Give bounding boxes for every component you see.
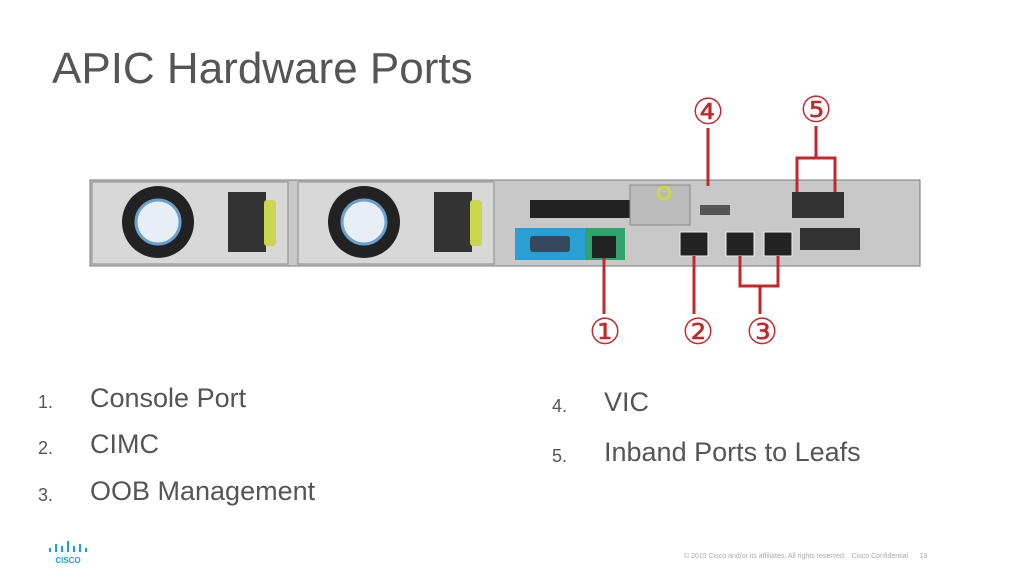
list-number: 5. — [552, 446, 568, 466]
console-port — [515, 228, 585, 260]
list-item-cimc: CIMC — [90, 429, 159, 459]
footer-copyright: © 2015 Cisco and/or its affiliates. All … — [684, 553, 928, 560]
callout-lines — [602, 126, 837, 314]
server-chassis — [89, 179, 921, 267]
list-number: 4. — [552, 396, 568, 416]
callout-1: ① — [589, 312, 621, 352]
list-item-oob-management: OOB Management — [90, 476, 316, 506]
callout-4: ④ — [692, 92, 724, 132]
cimc-port — [585, 228, 625, 260]
callout-2: ② — [682, 312, 714, 352]
list-item-console-port: Console Port — [90, 383, 247, 413]
power-supply-1 — [122, 186, 276, 258]
list-item-inband-ports: Inband Ports to Leafs — [604, 437, 861, 467]
oob-management-ports — [679, 231, 793, 257]
cisco-logo: CISCO — [46, 540, 96, 571]
cisco-bridge-icon: CISCO — [49, 541, 87, 565]
list-item-vic: VIC — [604, 387, 650, 417]
vic-card — [792, 192, 844, 218]
power-supply-2 — [328, 186, 482, 258]
callout-5: ⑤ — [800, 90, 832, 130]
callout-3: ③ — [746, 312, 778, 352]
list-number: 2. — [38, 438, 54, 458]
logo-text: CISCO — [55, 556, 80, 565]
list-number: 3. — [38, 485, 54, 505]
list-number: 1. — [38, 392, 54, 412]
slide-title: APIC Hardware Ports — [52, 44, 473, 93]
server-rear-panel-diagram: ① ② ③ ④ ⑤ — [89, 90, 921, 352]
